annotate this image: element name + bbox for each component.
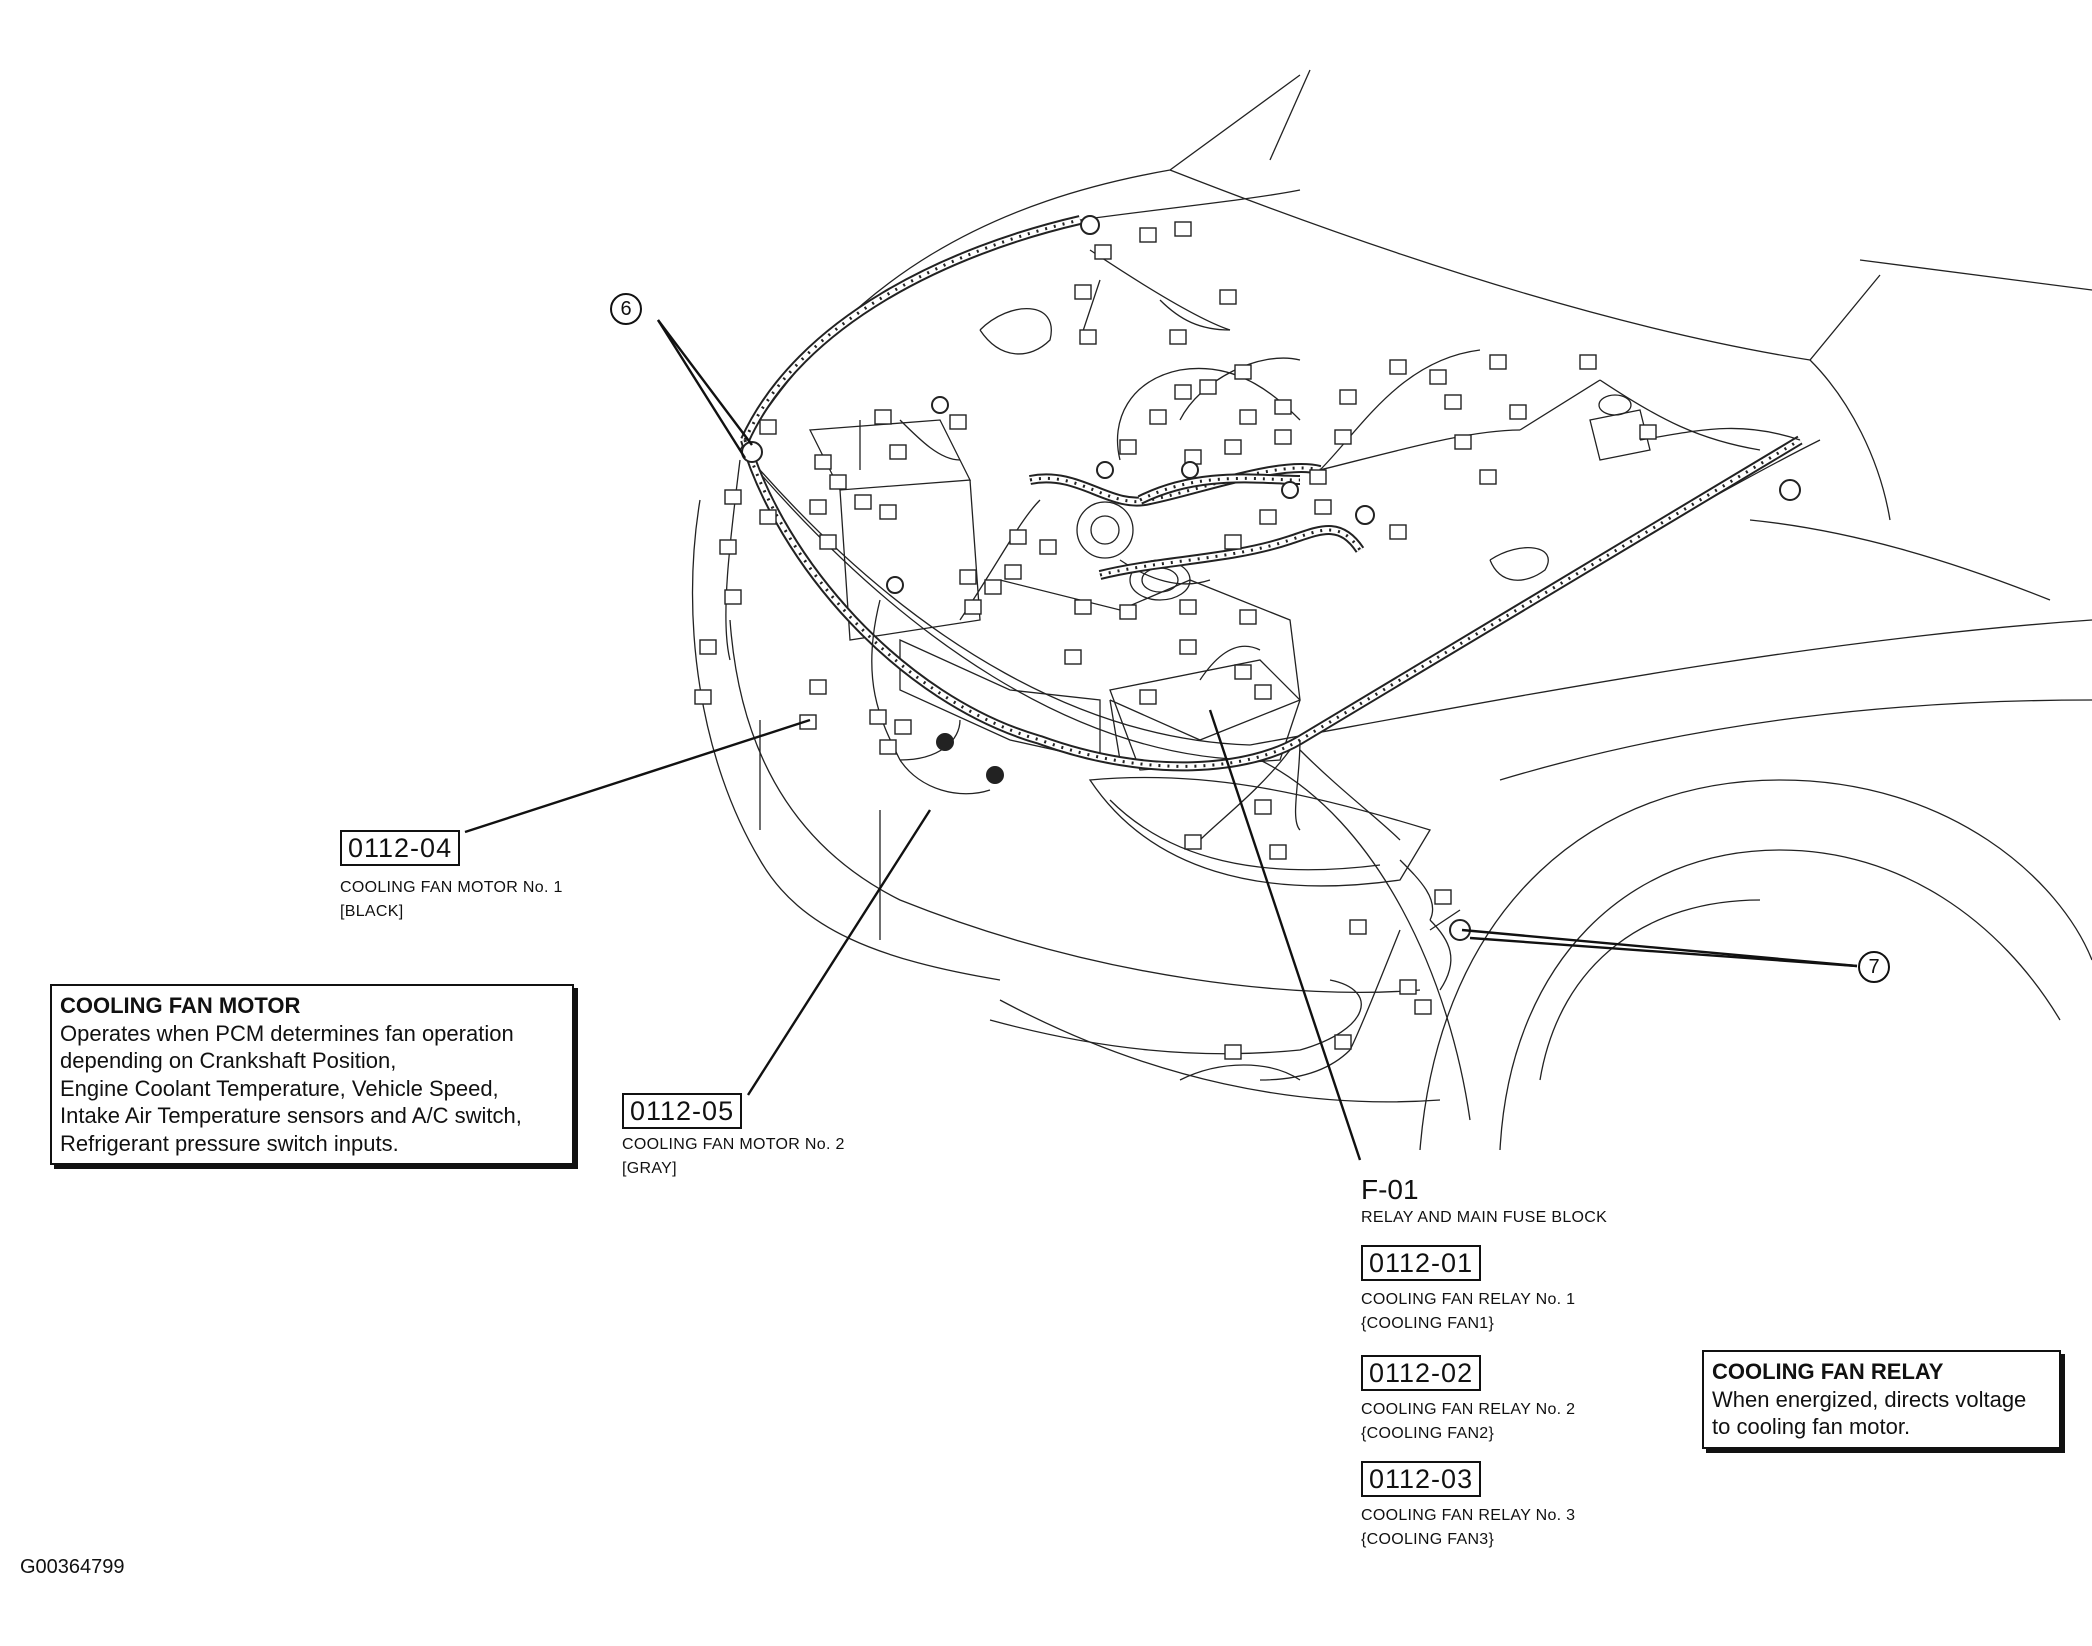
- fan-motor-2-code: 0112-05: [622, 1093, 743, 1129]
- fan-motor-info-line: depending on Crankshaft Position,: [60, 1048, 397, 1073]
- fan-motor-1-code: 0112-04: [340, 830, 461, 866]
- fan-motor-info-line: Engine Coolant Temperature, Vehicle Spee…: [60, 1075, 499, 1101]
- image-id: G00364799: [20, 1556, 125, 1578]
- fan-motor-2-color: [GRAY]: [622, 1160, 677, 1177]
- relay-info-line: When energized, directs voltage: [1712, 1386, 2027, 1412]
- fuse-block-name: RELAY AND MAIN FUSE BLOCK: [1361, 1209, 1608, 1226]
- fan-motor-info-box: COOLING FAN MOTOR Operates when PCM dete…: [50, 984, 574, 1165]
- relay-info-line: to cooling fan motor.: [1712, 1414, 1911, 1439]
- callout-7: 7: [1858, 951, 1890, 983]
- fan-motor-info-line: Operates when PCM determines fan operati…: [60, 1020, 514, 1046]
- relay-1-name: COOLING FAN RELAY No. 1: [1361, 1291, 1576, 1308]
- callout-6: 6: [610, 293, 642, 325]
- leader-lines: [464, 319, 1858, 1161]
- relay-info-title: COOLING FAN RELAY: [1712, 1359, 1944, 1384]
- relay-2-name: COOLING FAN RELAY No. 2: [1361, 1401, 1576, 1418]
- fuse-block-code: F-01: [1361, 1174, 1419, 1205]
- wiring-harness-main: [740, 215, 1803, 772]
- fan-motor-1-color: [BLACK]: [340, 903, 404, 920]
- wiring-branches: [725, 189, 1801, 1081]
- relay-1-code: 0112-01: [1361, 1245, 1482, 1281]
- relay-2-code: 0112-02: [1361, 1355, 1482, 1391]
- car-body-outline: [691, 69, 2092, 1151]
- relay-2-sub: {COOLING FAN2}: [1361, 1425, 1495, 1442]
- connector-blocks: [694, 221, 1657, 1060]
- grommets: [741, 215, 1801, 941]
- relay-3-name: COOLING FAN RELAY No. 3: [1361, 1507, 1576, 1524]
- relay-1-sub: {COOLING FAN1}: [1361, 1315, 1495, 1332]
- relay-info-box: COOLING FAN RELAY When energized, direct…: [1702, 1350, 2061, 1449]
- fan-motor-1-name: COOLING FAN MOTOR No. 1: [340, 879, 563, 896]
- fan-motor-info-line: Intake Air Temperature sensors and A/C s…: [60, 1103, 522, 1128]
- relay-3-sub: {COOLING FAN3}: [1361, 1531, 1495, 1548]
- fan-motor-info-line: Refrigerant pressure switch inputs.: [60, 1130, 399, 1156]
- fan-motor-2-name: COOLING FAN MOTOR No. 2: [622, 1136, 845, 1153]
- relay-3-code: 0112-03: [1361, 1461, 1482, 1497]
- fan-motor-info-title: COOLING FAN MOTOR: [60, 993, 301, 1018]
